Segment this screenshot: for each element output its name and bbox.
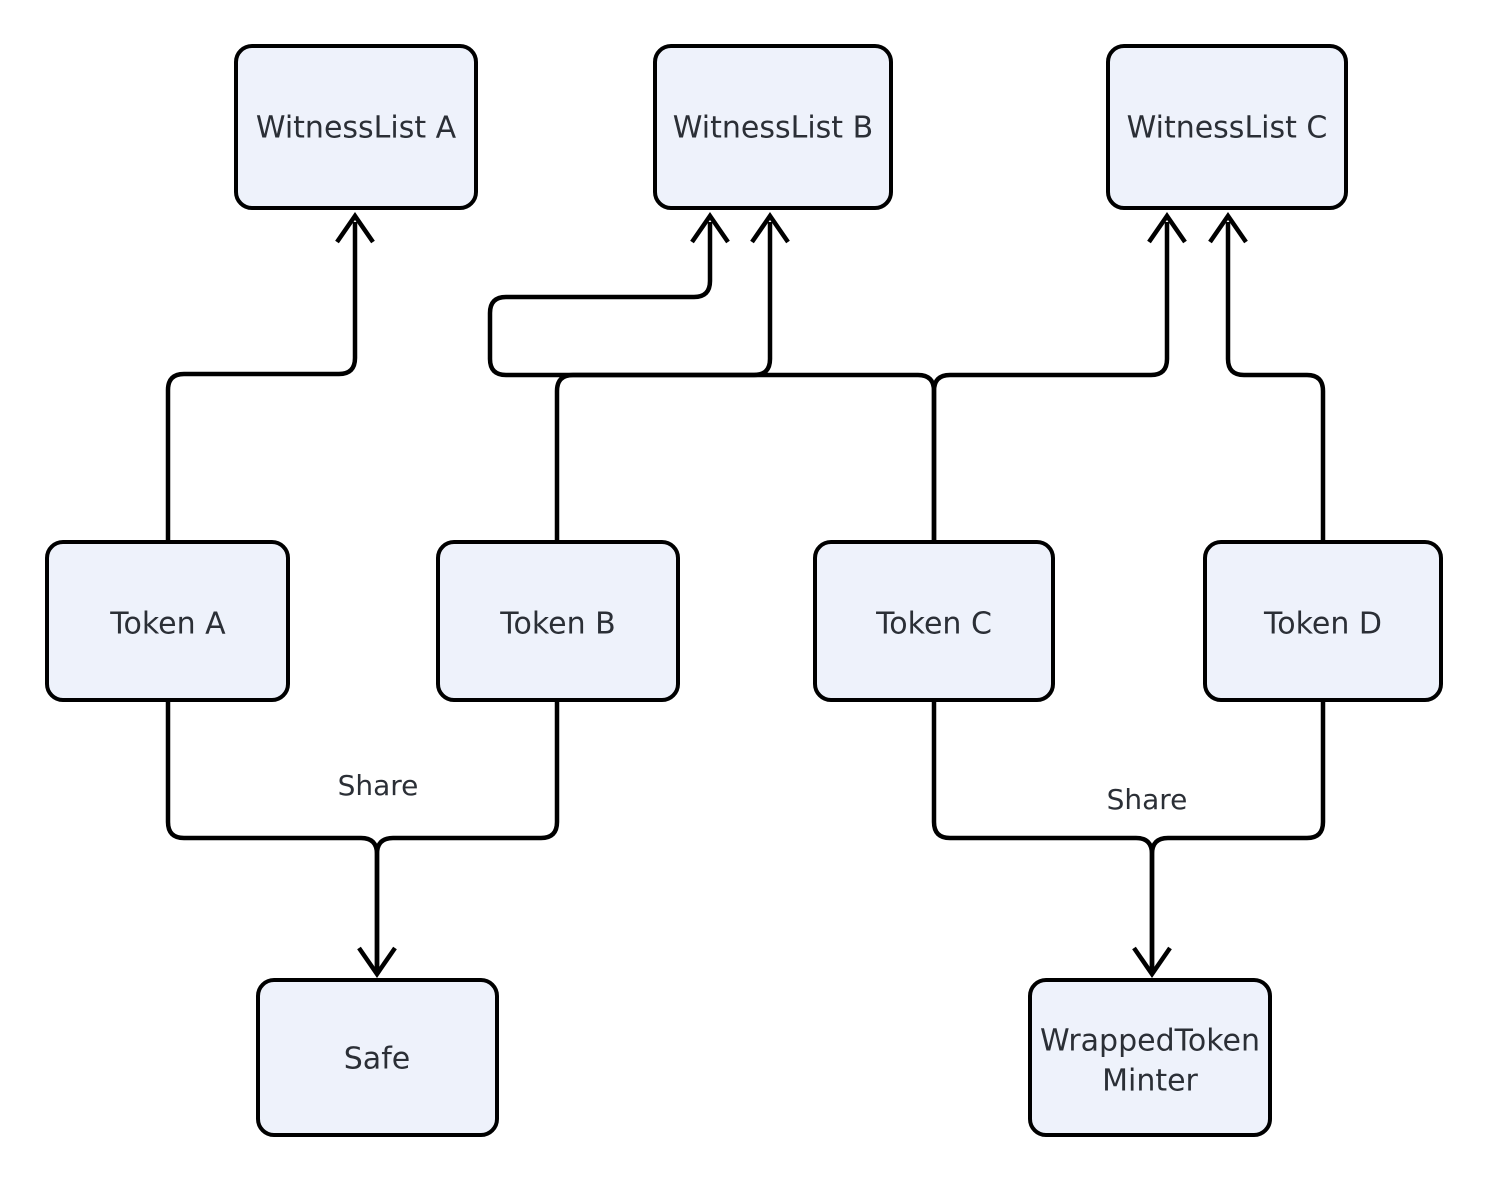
edge-token-a-to-safe[interactable] [165,700,380,974]
node-witnesslist-c[interactable]: WitnessList C [1106,44,1348,210]
node-token-b[interactable]: Token B [436,540,680,702]
node-wrapped-token-minter-label-line2: Minter [1102,1064,1198,1099]
edge-label-share-right: Share [1107,783,1188,816]
node-token-d-box[interactable] [1203,540,1443,702]
edge-layer [165,212,1326,978]
node-wrapped-token-minter-box[interactable] [1028,978,1272,1137]
edge-token-a-to-witnesslist-a[interactable] [165,212,375,542]
edge-token-c-to-witnesslist-c[interactable] [931,212,1187,542]
node-witnesslist-b-box[interactable] [653,44,893,210]
node-witnesslist-a-label: WitnessList A [256,111,457,146]
node-witnesslist-b[interactable]: WitnessList B [653,44,893,210]
node-witnesslist-a[interactable]: WitnessList A [234,44,478,210]
node-wrapped-token-minter-label-line1: WrappedToken [1040,1024,1260,1059]
node-safe-label: Safe [344,1042,410,1077]
node-layer: WitnessList A WitnessList B WitnessList … [45,44,1443,1137]
node-token-b-box[interactable] [436,540,680,702]
node-token-c[interactable]: Token C [813,540,1055,702]
edge-label-share-left: Share [338,769,419,802]
node-witnesslist-c-label: WitnessList C [1127,111,1328,146]
edge-label-layer: Share Share [338,769,1188,816]
edge-token-b-to-witnesslist-b[interactable] [554,212,790,542]
edge-token-c-to-minter[interactable] [931,700,1155,974]
node-safe-box[interactable] [256,978,499,1137]
edge-token-d-to-minter[interactable] [1132,700,1326,978]
node-token-a[interactable]: Token A [45,540,290,702]
edge-token-d-to-witnesslist-c[interactable] [1208,212,1326,542]
node-token-c-label: Token C [875,607,992,642]
node-witnesslist-b-label: WitnessList B [673,111,873,146]
node-token-a-label: Token A [109,607,226,642]
node-witnesslist-c-box[interactable] [1106,44,1348,210]
node-token-d-label: Token D [1263,607,1382,642]
node-wrapped-token-minter[interactable]: WrappedToken Minter [1028,978,1272,1137]
node-witnesslist-a-box[interactable] [234,44,478,210]
edge-token-c-to-witnesslist-b[interactable] [487,212,937,542]
node-token-c-box[interactable] [813,540,1055,702]
node-safe[interactable]: Safe [256,978,499,1137]
node-token-a-box[interactable] [45,540,290,702]
node-token-b-label: Token B [499,607,615,642]
edge-token-b-to-safe[interactable] [357,700,560,978]
node-token-d[interactable]: Token D [1203,540,1443,702]
